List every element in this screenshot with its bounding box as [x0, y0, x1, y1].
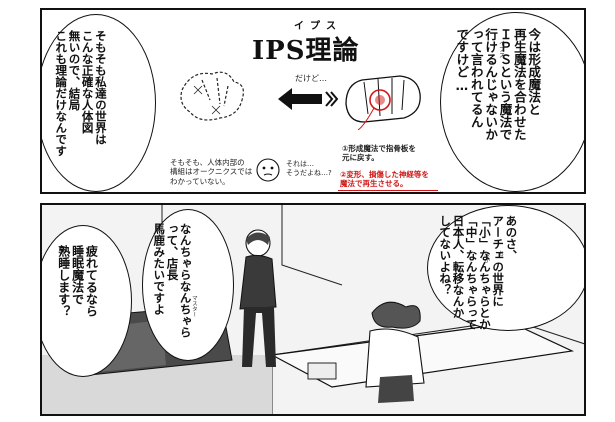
ips-ruby: イプス	[497, 40, 505, 58]
left-arrow-icon	[278, 88, 338, 110]
title-ruby: イプス	[294, 21, 342, 32]
speech-bubble-right	[427, 205, 584, 331]
damaged-hand-illustration	[180, 71, 244, 121]
speech-text-right: あのさ、 アーチェの世界に 「小」なんちゃらとか 「中」なんちゃらって 日本人、…	[438, 215, 519, 330]
ruby-naka: なか	[482, 251, 490, 263]
note-step2: ②変形、損傷した神経等を 魔法で再生させる。	[340, 170, 429, 189]
speech-text-left: 疲れてるなら 睡眠魔法で 熟睡します？	[56, 245, 99, 317]
speech-text-middle: なんちゃらなんちゃら って、店長 馬鹿みたいですよ	[152, 223, 193, 338]
speech-text-left: そもそも私達の世界は こんな正確な人体図 無いので、結局 これも理論だけなんです	[54, 30, 108, 157]
ruby-sho: お	[498, 251, 505, 258]
speech-bubble-left	[42, 225, 132, 377]
red-underline	[338, 190, 438, 191]
note-dake: だけど…	[295, 74, 327, 83]
seated-character-illustration	[365, 301, 425, 403]
bottom-panel: あのさ、 アーチェの世界に 「小」なんちゃらとか 「中」なんちゃらって 日本人、…	[40, 203, 586, 416]
note-anatomy: そもそも、人体内部の 構組はオークニクスでは わかっていない。	[170, 158, 253, 186]
ruby-tencho: マスター	[190, 295, 197, 317]
speech-bubble-middle	[142, 209, 234, 361]
note-step1: ①形成魔法で指骨板を 元に戻す。	[342, 144, 416, 163]
top-panel: イプス IPS理論 今は形成魔法と 再生魔法を合わせた ＩＰＳという魔法で 行け…	[40, 8, 586, 194]
face-doodle-icon	[256, 158, 280, 182]
speech-bubble-right	[440, 12, 584, 192]
hand-bones-illustration	[345, 75, 421, 130]
note-face: それは… そうだよね…?	[286, 160, 332, 177]
speech-text-right: 今は形成魔法と 再生魔法を合わせた ＩＰＳという魔法で 行けるんじゃないか って…	[454, 28, 542, 141]
speech-bubble-left	[42, 14, 156, 192]
standing-character-illustration	[239, 229, 277, 367]
panel-title: IPS理論	[252, 36, 360, 66]
